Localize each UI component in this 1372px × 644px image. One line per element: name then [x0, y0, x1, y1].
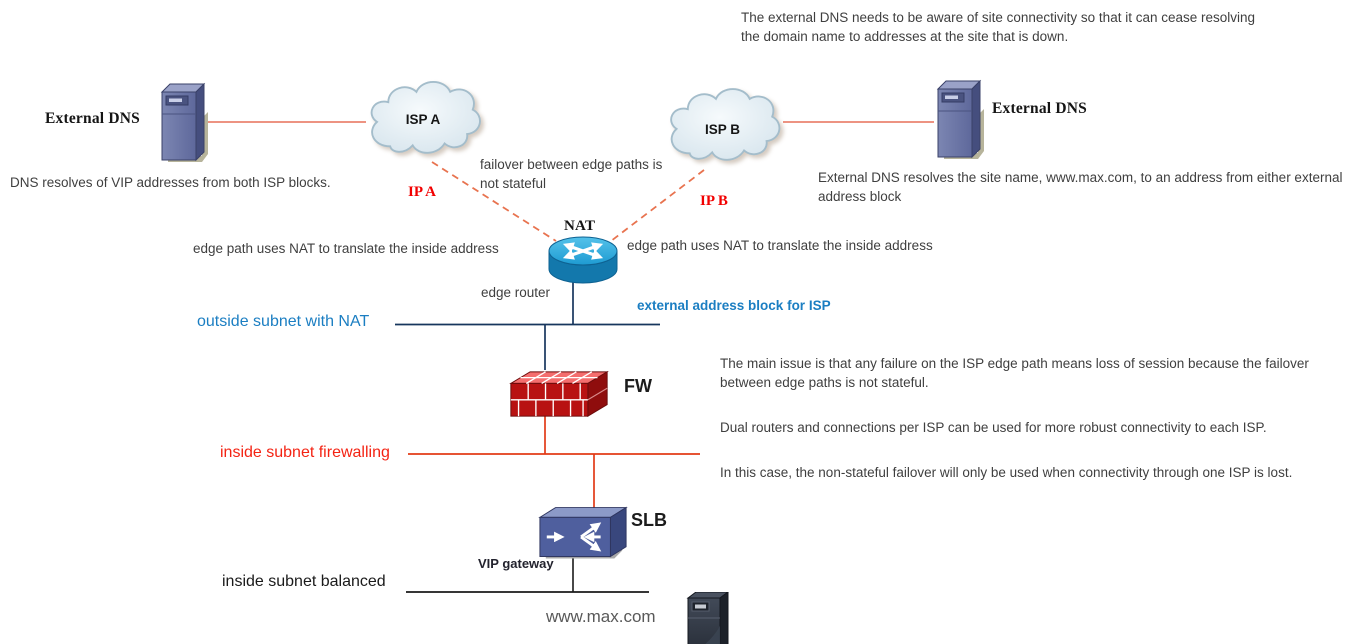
outside-subnet-label: outside subnet with NAT	[197, 313, 370, 330]
vip-gateway-caption: VIP gateway	[478, 556, 554, 571]
isp-b-label: ISP B	[704, 122, 740, 137]
firewall-icon	[506, 368, 612, 420]
web-server-label: www.max.com	[546, 607, 656, 626]
dns-left-label: External DNS	[45, 110, 140, 127]
note-external-dns-awareness: The external DNS needs to be aware of si…	[741, 10, 1256, 44]
issue-paragraph-2: Dual routers and connections per ISP can…	[720, 420, 1267, 435]
server-icon	[156, 82, 210, 164]
outside-subnet-annotation: external address block for ISP	[637, 298, 831, 313]
note-dns-left-caption: DNS resolves of VIP addresses from both …	[10, 175, 331, 190]
note-edge-path-left: edge path uses NAT to translate the insi…	[193, 241, 499, 256]
note-dns-right-caption: External DNS resolves the site name, www…	[818, 170, 1343, 204]
server-icon	[686, 592, 732, 644]
router-icon	[545, 235, 621, 285]
note-edge-path-right: edge path uses NAT to translate the insi…	[627, 238, 933, 253]
edge-router-caption: edge router	[481, 285, 551, 300]
cloud-icon: ISP B	[660, 82, 785, 172]
cloud-icon: ISP A	[362, 74, 484, 166]
firewall-label: FW	[624, 376, 652, 396]
load-balancer-label: SLB	[631, 510, 667, 530]
nat-label: NAT	[564, 218, 596, 234]
issue-paragraph-1: The main issue is that any failure on th…	[720, 356, 1309, 390]
server-icon	[932, 79, 986, 161]
load-balancer-icon	[536, 505, 630, 563]
dns-right-label: External DNS	[992, 100, 1087, 117]
ip-b-label: IP B	[700, 193, 728, 209]
isp-a-label: ISP A	[405, 112, 441, 127]
ip-a-label: IP A	[408, 184, 436, 200]
note-main-issue: The main issue is that any failure on th…	[720, 354, 1338, 508]
issue-paragraph-3: In this case, the non-stateful failover …	[720, 465, 1293, 480]
note-failover-not-stateful: failover between edge paths is not state…	[480, 157, 663, 191]
inside-balanced-label: inside subnet balanced	[222, 573, 386, 590]
inside-firewalling-label: inside subnet firewalling	[220, 444, 390, 461]
